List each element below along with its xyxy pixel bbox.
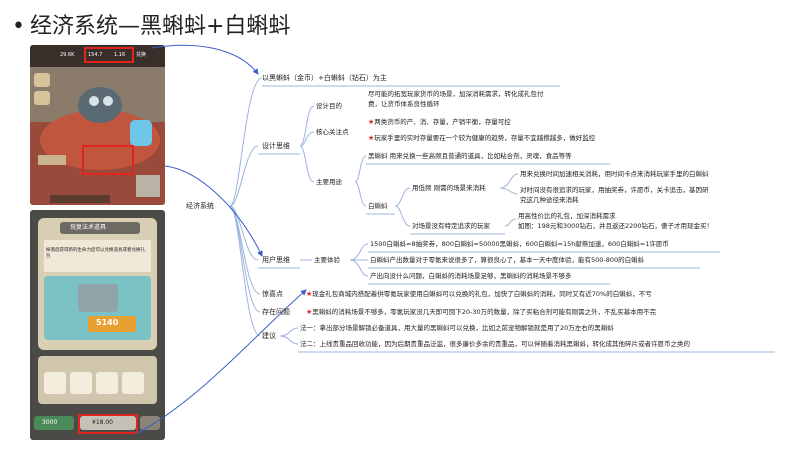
star-icon: ★ bbox=[306, 290, 313, 298]
game-scene-bottom bbox=[34, 218, 160, 430]
bottom-price-highlight bbox=[78, 414, 138, 434]
hud-value-3: 1.16 bbox=[114, 52, 126, 58]
bottom-left-value[interactable]: 3000 bbox=[42, 419, 58, 426]
core-focus-2-text: 玩家手里的实时存量要在一个较为健康的趋势，存量不宜越攒越多，做好监控 bbox=[374, 134, 596, 142]
hud-exchange-button[interactable]: 兑换 bbox=[136, 52, 147, 58]
node-low-frequency: 用低频 刚需的场景来消耗 bbox=[412, 184, 486, 192]
star-icon: ★ bbox=[368, 134, 375, 142]
core-focus-1-text: 两类货币的产、消、存量，产销平衡，存量可控 bbox=[374, 118, 511, 126]
node-problem: 存在问题 bbox=[262, 308, 290, 316]
hud-value-1: 29.6K bbox=[60, 52, 75, 58]
node-main-experience: 主要体验 bbox=[314, 256, 340, 264]
low-frequency-2: 对时间没有很追求的玩家，用抽奖券，许愿币，关卡追击，基因研 bbox=[520, 186, 709, 194]
scene-item-highlight bbox=[82, 145, 134, 175]
game-screenshot-top: 29.6K 154.7 1.16 兑换 bbox=[30, 45, 165, 205]
panel-title: 恢复法术道具 bbox=[70, 224, 107, 231]
node-highlight: 惊喜点 bbox=[262, 290, 283, 298]
core-focus-1: ★两类货币的产、消、存量，产销平衡，存量可控 bbox=[368, 118, 511, 126]
node-top-note: 以黑蝌蚪（金币）+白蝌蚪（钻石）为主 bbox=[262, 74, 387, 82]
node-root: 经济系统 bbox=[186, 202, 214, 210]
node-main-use: 主要用途 bbox=[316, 178, 342, 186]
experience-2: 白蝌蚪产出数量对于零氪来说很多了，算很良心了，基本一天中度体验，能有500-80… bbox=[370, 256, 645, 264]
experience-1: 1500白蝌蚪=8抽奖券，800白蝌蚪=50000黑蝌蚪，600白蝌蚪=15h献… bbox=[370, 240, 669, 248]
panel-description: 掉落后获得新的生命力后可以兑换道具或者兑换礼包 bbox=[46, 248, 145, 259]
node-design-thinking: 设计思维 bbox=[262, 142, 290, 150]
core-focus-2: ★玩家手里的实时存量要在一个较为健康的趋势，存量不宜越攒越多，做好监控 bbox=[368, 134, 595, 142]
hud-currency-highlight bbox=[84, 47, 134, 63]
design-purpose-text-2: 费，让货币体系良性循环 bbox=[368, 100, 440, 108]
problem-text: ★黑蝌蚪的消耗场景不够多，零氪玩家没几天即可囤下20-30万的数量，除了买粘合剂… bbox=[306, 308, 656, 316]
node-white-tadpole: 白蝌蚪 bbox=[368, 202, 388, 210]
problem-text-content: 黑蝌蚪的消耗场景不够多，零氪玩家没几天即可囤下20-30万的数量，除了买粘合剂可… bbox=[312, 308, 657, 316]
slide-title: •经济系统—黑蝌蚪+白蝌蚪 bbox=[12, 8, 290, 40]
node-user-thinking: 用户思维 bbox=[262, 256, 290, 264]
slide-title-text: 经济系统—黑蝌蚪+白蝌蚪 bbox=[30, 14, 291, 39]
experience-3: 产出向没什么问题，白蝌蚪的消耗场景足够，黑蝌蚪的消耗场景不够多 bbox=[370, 272, 572, 280]
special-1: 用高性价比的礼包，加深消耗需求 bbox=[518, 212, 616, 220]
low-frequency-3: 究这几种途径来消耗 bbox=[520, 196, 579, 204]
game-scene-top bbox=[30, 45, 165, 205]
price-value: 5140 bbox=[96, 318, 119, 327]
suggestion-2: 法二：上线贵重品回收功能，因为后期贵重品泛滥，很多廉价多余的贵重品，可以伴随着消… bbox=[300, 340, 690, 348]
node-core-focus: 核心关注点 bbox=[316, 128, 349, 136]
black-tadpole-use: 黑蝌蚪 用来兑换一些高频且普通的道具，比如粘合剂，灵魂，食品等等 bbox=[368, 152, 572, 160]
highlight-text-content: 现金礼包商城内搭配着供零氪玩家使用白蝌蚪可以兑换的礼包，加快了白蝌蚪的消耗，同时… bbox=[312, 290, 652, 298]
game-screenshot-bottom: 恢复法术道具 掉落后获得新的生命力后可以兑换道具或者兑换礼包 5140 3000… bbox=[30, 210, 165, 440]
highlight-text: ★现金礼包商城内搭配着供零氪玩家使用白蝌蚪可以兑换的礼包，加快了白蝌蚪的消耗，同… bbox=[306, 290, 652, 298]
design-purpose-text-1: 尽可能的拓宽玩家货币的场景，加深消耗需求，转化成礼包付 bbox=[368, 90, 544, 98]
node-design-purpose: 设计目的 bbox=[316, 102, 342, 110]
bullet-point: • bbox=[12, 14, 25, 39]
bottom-price-button[interactable]: ¥18.00 bbox=[92, 419, 113, 426]
suggestion-1: 法一：拿出部分场景解锁必备道具，用大量的黑蝌蚪可以兑换，比如之前宠物解锁就是用了… bbox=[300, 324, 614, 332]
star-icon: ★ bbox=[306, 308, 313, 316]
star-icon: ★ bbox=[368, 118, 375, 126]
hud-value-2: 154.7 bbox=[88, 52, 103, 58]
special-2: 如图：198元和3000钻石，并且返还2200钻石，傻子才用现金买！ bbox=[518, 222, 713, 230]
node-suggestion: 建议 bbox=[262, 332, 276, 340]
low-frequency-1: 用来兑换时间加速相关消耗，用时间卡点来消耗玩家手里的白蝌蚪 bbox=[520, 170, 709, 178]
node-no-specific-need: 对场景没有特定追求的玩家 bbox=[412, 222, 490, 230]
